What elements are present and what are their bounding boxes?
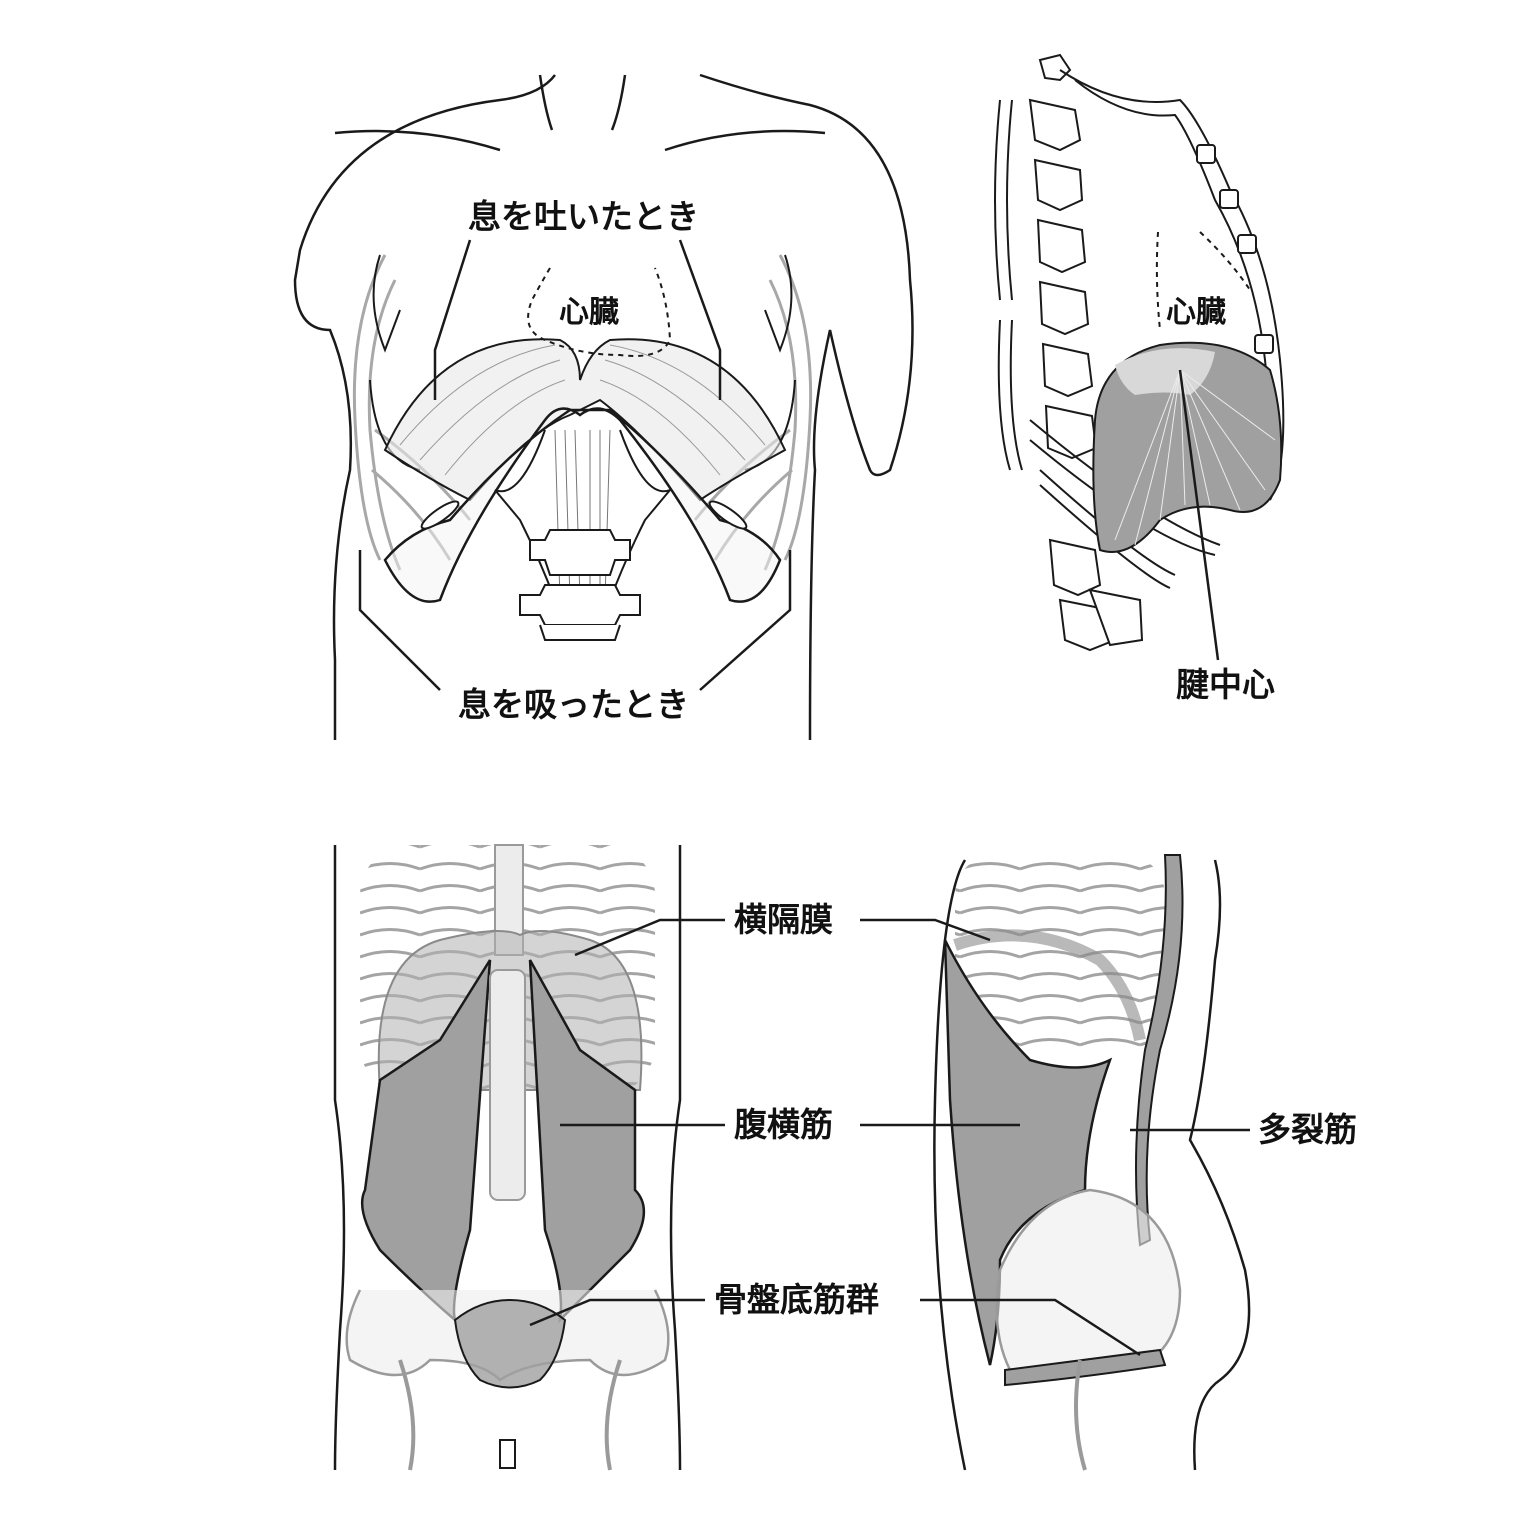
- front-torso-illustration: [295, 75, 913, 740]
- label-central-tendon: 腱中心: [1170, 668, 1281, 701]
- label-diaphragm: 横隔膜: [728, 903, 839, 936]
- side-rib-cage-illustration: [995, 55, 1283, 660]
- label-heart-side: 心臓: [1160, 298, 1232, 328]
- label-heart-front: 心臓: [553, 298, 625, 328]
- lumbar-spine-front: [520, 530, 640, 640]
- label-multifidus: 多裂筋: [1252, 1113, 1363, 1146]
- side-abdomen-illustration: [934, 855, 1249, 1470]
- label-transversus: 腹横筋: [728, 1108, 839, 1141]
- navel-mark: [500, 1440, 515, 1468]
- neck-line-right: [612, 75, 625, 130]
- shoulder-left-line: [335, 131, 500, 150]
- label-pelvic-floor: 骨盤底筋群: [708, 1283, 885, 1316]
- pelvic-floor-front: [455, 1300, 565, 1388]
- label-exhale: 息を吐いたとき: [462, 200, 705, 233]
- front-abdomen-illustration: [335, 845, 680, 1470]
- diaphragm-exhale-dome: [385, 339, 785, 500]
- femur-right: [607, 1360, 620, 1470]
- shoulder-right-line: [665, 131, 825, 150]
- thoracic-spine-side: [1030, 55, 1142, 650]
- label-inhale: 息を吸ったとき: [452, 688, 695, 721]
- lumbar-spine-front-view: [490, 970, 525, 1200]
- femur-left: [400, 1360, 413, 1470]
